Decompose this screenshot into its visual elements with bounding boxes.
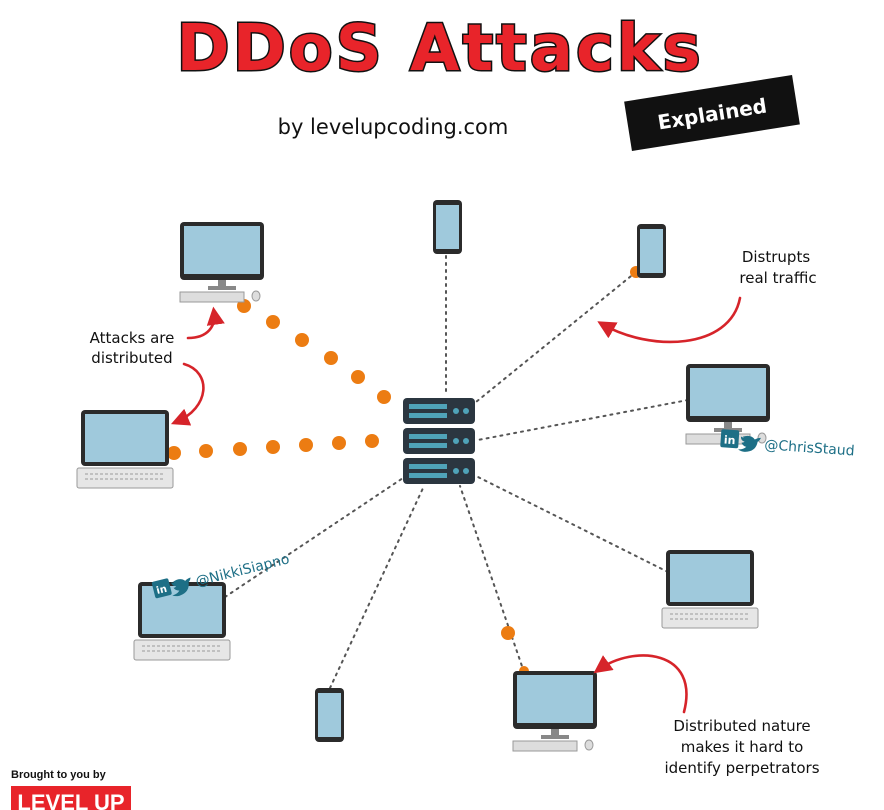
phone-icon bbox=[637, 224, 666, 278]
desktop-icon bbox=[512, 671, 597, 752]
svg-text:in: in bbox=[155, 584, 168, 597]
footer-brought-by: Brought to you by bbox=[11, 769, 107, 781]
connection-lines bbox=[224, 255, 689, 689]
arrow-to-laptop bbox=[170, 362, 205, 426]
attack-dot bbox=[351, 370, 365, 384]
link-desktop-bottom bbox=[459, 485, 525, 673]
linkedin-icon: in bbox=[151, 578, 172, 599]
attack-traffic-left bbox=[167, 434, 379, 460]
page-title: DDoS Attacks bbox=[176, 12, 703, 86]
credit-right-handle: @ChrisStaud bbox=[764, 437, 855, 459]
desktop-icon bbox=[179, 222, 264, 303]
attack-traffic-top bbox=[237, 299, 391, 404]
link-phone-bottom bbox=[329, 485, 425, 689]
twitter-icon bbox=[738, 435, 761, 452]
level-up-logo: LEVEL UP bbox=[11, 786, 131, 810]
attack-dot bbox=[365, 434, 379, 448]
arrow-hard bbox=[593, 654, 688, 714]
attack-dot bbox=[324, 351, 338, 365]
attack-dot bbox=[167, 446, 181, 460]
note-hard-line3: identify perpetrators bbox=[664, 759, 819, 777]
note-distributed-line1: Attacks are bbox=[90, 329, 175, 347]
desktop-icon bbox=[685, 364, 770, 445]
laptop-icon bbox=[661, 550, 759, 629]
linkedin-icon: in bbox=[720, 429, 740, 449]
level-up-logo-text: LEVEL UP bbox=[17, 790, 124, 810]
attack-dot bbox=[299, 438, 313, 452]
credit-right: in @ChrisStaud bbox=[720, 429, 855, 459]
laptop-icon bbox=[76, 410, 174, 489]
attack-dot bbox=[295, 333, 309, 347]
attack-dot bbox=[199, 444, 213, 458]
byline: by levelupcoding.com bbox=[278, 115, 509, 139]
attack-dot bbox=[332, 436, 346, 450]
link-phone-right bbox=[475, 271, 637, 403]
attack-dot bbox=[233, 442, 247, 456]
note-disrupts-line2: real traffic bbox=[739, 269, 816, 287]
link-laptop-right bbox=[475, 475, 669, 573]
link-desktop-right bbox=[477, 399, 689, 441]
phone-icon bbox=[315, 688, 344, 742]
attack-dot bbox=[501, 626, 515, 640]
attack-dot bbox=[266, 440, 280, 454]
link-laptop-left bbox=[224, 475, 407, 598]
note-hard-line1: Distributed nature bbox=[673, 717, 810, 735]
phone-icon bbox=[433, 200, 462, 254]
svg-text:in: in bbox=[723, 433, 735, 447]
explained-badge: Explained bbox=[624, 75, 800, 151]
arrow-to-desktop bbox=[186, 306, 225, 340]
server-icon bbox=[403, 398, 475, 484]
attack-dot bbox=[377, 390, 391, 404]
note-hard-line2: makes it hard to bbox=[681, 738, 804, 756]
note-distributed-line2: distributed bbox=[91, 349, 172, 367]
note-disrupts-line1: Distrupts bbox=[742, 248, 810, 266]
arrow-disrupts bbox=[597, 296, 742, 344]
twitter-icon bbox=[171, 577, 191, 597]
attack-dot bbox=[266, 315, 280, 329]
